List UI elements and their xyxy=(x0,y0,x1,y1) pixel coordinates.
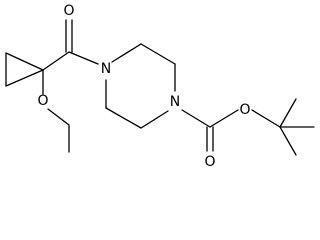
atom-n1: N xyxy=(101,61,111,77)
atom-n2: N xyxy=(170,94,180,110)
bond-carbonyl-n1 xyxy=(68,51,99,65)
bond-n2-carbamate xyxy=(181,109,211,128)
bond-pip-n2-bottom xyxy=(140,110,169,129)
bond-cp-3 xyxy=(5,69,44,87)
bond-carbamate-ester-o xyxy=(209,109,239,128)
atom-o1: O xyxy=(63,3,74,19)
bond-tbu-methyl-up xyxy=(279,98,297,128)
bond-pip-bottom xyxy=(105,107,142,129)
bond-pip-top xyxy=(140,43,176,65)
atom-labels: O N O N O O xyxy=(37,3,250,170)
atom-o3: O xyxy=(204,154,215,170)
bond-ethoxy-o-ch2 xyxy=(47,108,70,126)
atom-o4: O xyxy=(239,102,250,118)
bond-pip-n1-top xyxy=(111,43,142,63)
bonds xyxy=(5,19,315,156)
bond-carbonyl-cyclopropyl xyxy=(42,51,70,71)
atom-o2: O xyxy=(37,93,48,109)
bond-cp-1 xyxy=(5,52,44,71)
bond-tbu-methyl-down xyxy=(279,126,297,156)
bond-ester-tbu xyxy=(251,109,281,128)
chemical-structure: O N O N O O xyxy=(5,3,315,170)
